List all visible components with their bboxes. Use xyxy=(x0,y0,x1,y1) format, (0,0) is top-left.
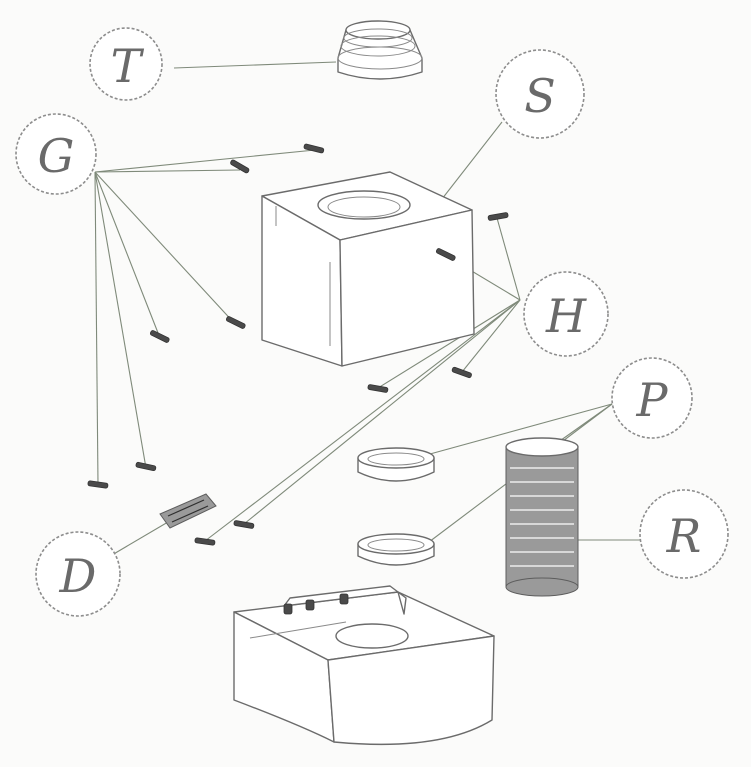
base-unit xyxy=(233,585,495,746)
leader-t xyxy=(173,61,337,69)
gasket-ring-upper xyxy=(357,447,435,482)
housing-box xyxy=(261,171,475,367)
callout-s: S xyxy=(495,49,585,139)
callout-t-label: T xyxy=(111,39,145,93)
callout-d: D xyxy=(35,531,121,617)
fastener-screws xyxy=(87,143,509,615)
mesh-filter-cylinder xyxy=(505,437,579,597)
callout-r-label: R xyxy=(666,509,702,563)
callout-g-label: G xyxy=(38,129,75,183)
callout-r: R xyxy=(639,489,729,579)
callout-h: H xyxy=(523,271,609,357)
leader-d xyxy=(111,521,169,556)
callout-h-label: H xyxy=(545,289,587,343)
callout-d-label: D xyxy=(59,549,97,603)
connector-block xyxy=(159,493,217,529)
top-fitting xyxy=(337,20,423,80)
callout-p: P xyxy=(611,357,693,439)
callout-p-label: P xyxy=(636,373,669,427)
callout-g: G xyxy=(15,113,97,195)
callout-t: T xyxy=(89,27,163,101)
gasket-ring-lower xyxy=(357,533,435,566)
callout-s-label: S xyxy=(524,69,556,123)
leader-g xyxy=(94,149,316,485)
